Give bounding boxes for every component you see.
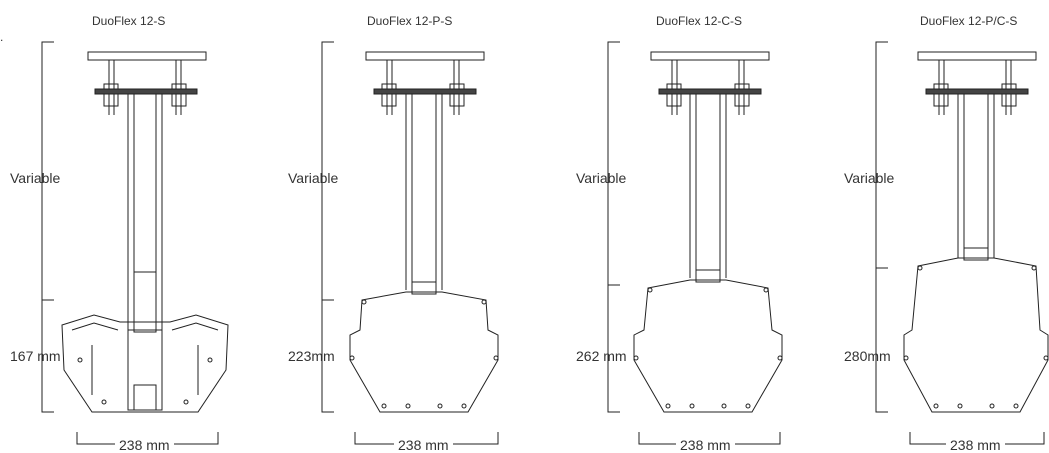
panel-title: DuoFlex 12-P/C-S (920, 14, 1018, 28)
width-label: 238 mm (394, 437, 453, 453)
height-label: 262 mm (576, 348, 627, 364)
cross-section-drawing (607, 41, 783, 413)
cross-section-drawing (41, 41, 229, 413)
height-label: 280mm (844, 348, 891, 364)
width-dimension (354, 432, 499, 445)
edge-fragment: . (0, 30, 4, 44)
variable-label: Variable (576, 170, 627, 186)
width-label: 238 mm (946, 437, 1005, 453)
height-label: 167 mm (10, 348, 61, 364)
width-dimension (76, 432, 219, 445)
variable-label: Variable (288, 170, 339, 186)
width-label: 238 mm (676, 437, 735, 453)
panel-duoflex-12-c-s: DuoFlex 12-C-S Variable 262 mm 238 mm (524, 0, 786, 453)
width-dimension (638, 432, 781, 445)
panel-duoflex-12-p-s: DuoFlex 12-P-S Variable 223mm 238 mm (262, 0, 524, 453)
width-dimension (909, 432, 1045, 445)
panel-title: DuoFlex 12-P-S (367, 14, 453, 28)
cross-section-drawing (875, 41, 1049, 413)
height-label: 223mm (288, 348, 335, 364)
panel-title: DuoFlex 12-S (92, 14, 166, 28)
panel-title: DuoFlex 12-C-S (656, 14, 743, 28)
variable-label: Variable (844, 170, 895, 186)
panel-duoflex-12-s: DuoFlex 12-S Variable 167 (0, 0, 262, 453)
variable-label: Variable (10, 170, 61, 186)
width-label: 238 mm (115, 437, 174, 453)
panel-duoflex-12-p-c-s: DuoFlex 12-P/C-S Variable 280mm 238 mm (786, 0, 1049, 453)
cross-section-drawing (321, 41, 499, 413)
